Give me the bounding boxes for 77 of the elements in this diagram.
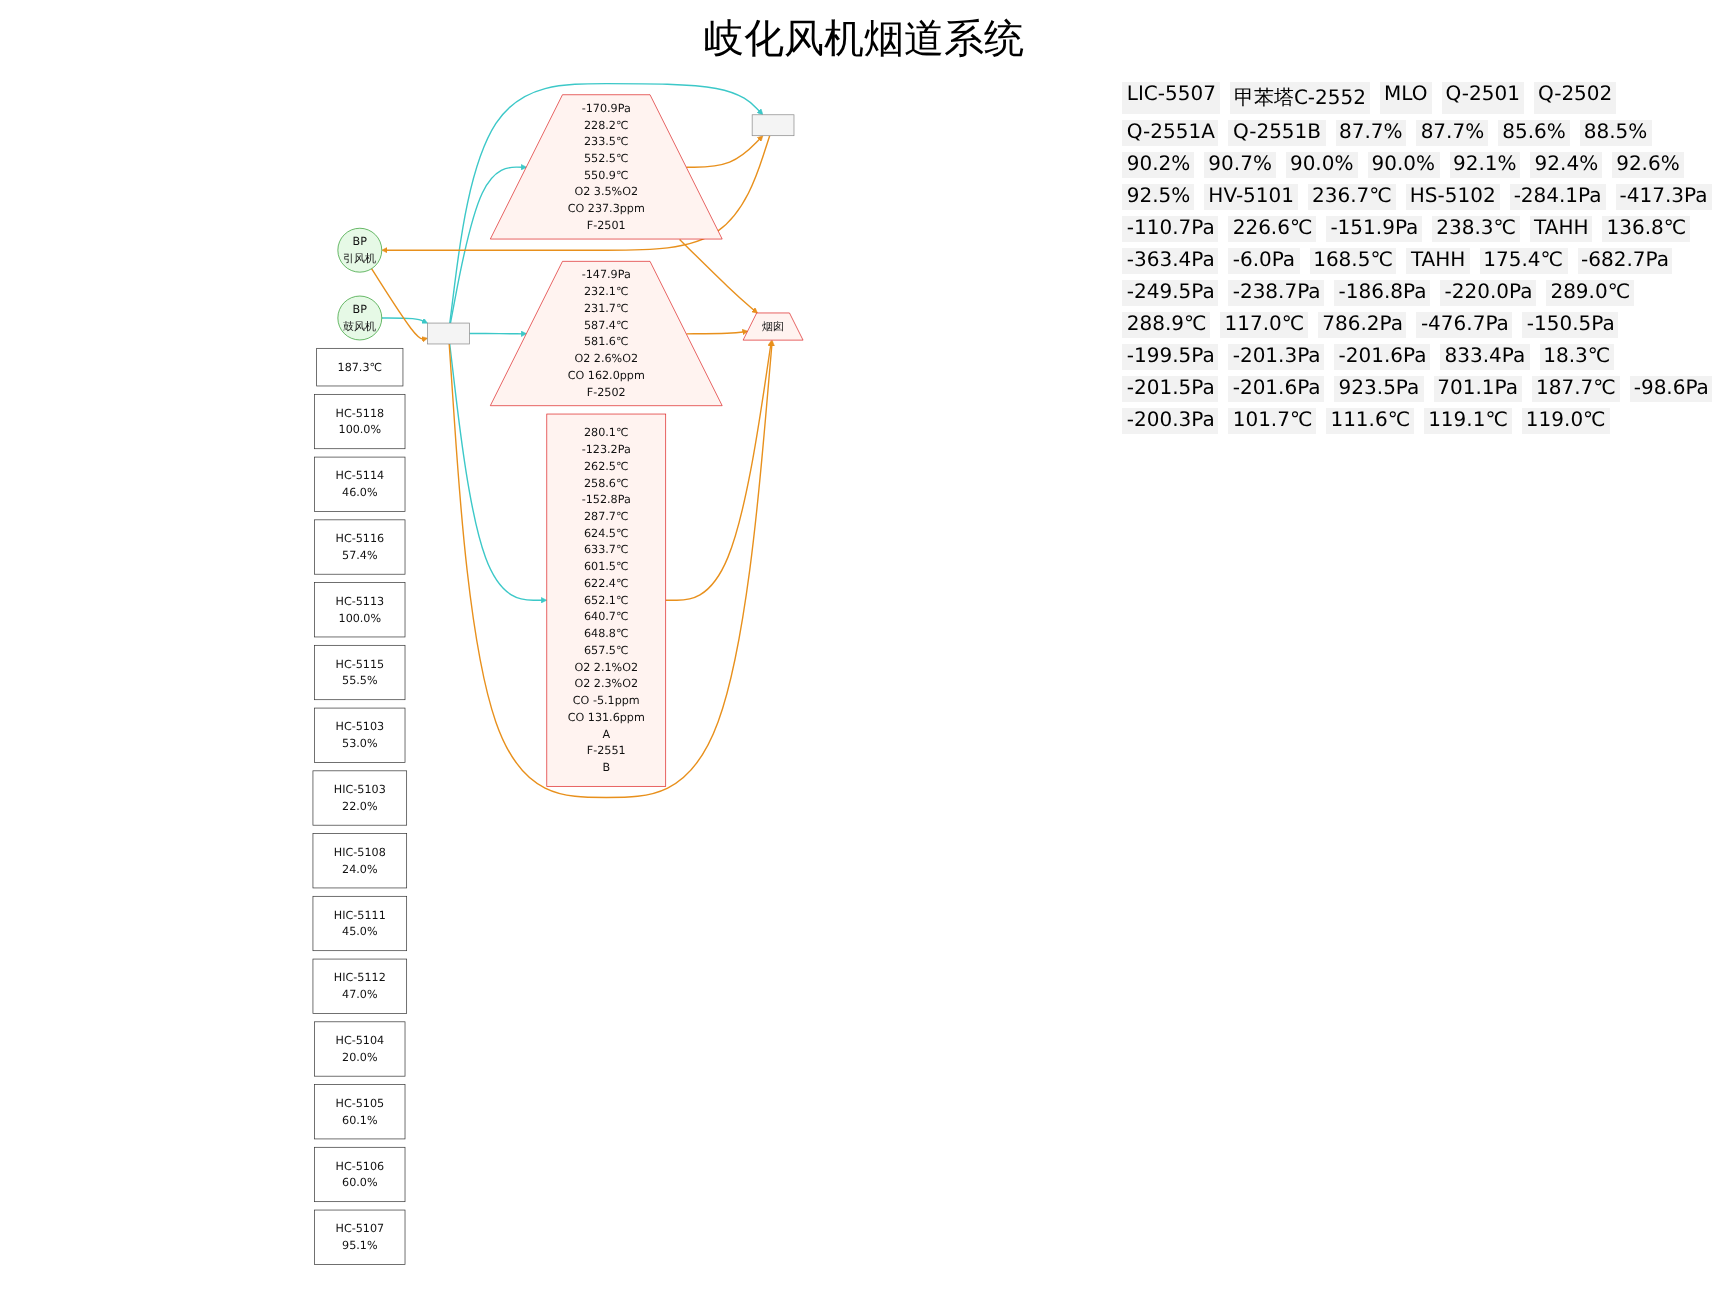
reading-label: LIC-5507: [1122, 82, 1220, 114]
reading-label: 92.5%: [1122, 184, 1195, 210]
reading-label: 136.8℃: [1602, 216, 1691, 242]
reading-label: Q-2551A: [1122, 120, 1219, 146]
reading-label: TAHH: [1406, 248, 1470, 274]
reading-label: -201.6Pa: [1228, 376, 1325, 402]
arrow: [678, 238, 758, 314]
arrow: [370, 268, 428, 343]
arrow: [468, 330, 527, 337]
reading-label: 119.1℃: [1424, 408, 1512, 434]
reading-label: 87.7%: [1335, 120, 1407, 146]
reading-label: 92.6%: [1612, 152, 1684, 178]
reading-label: MLO: [1380, 82, 1432, 114]
reading-label: -6.0Pa: [1228, 248, 1300, 274]
reading-label: 88.5%: [1579, 120, 1652, 146]
reading-label: -476.7Pa: [1416, 312, 1513, 338]
reading-label: -199.5Pa: [1122, 344, 1219, 370]
reading-label: 119.0℃: [1521, 408, 1610, 434]
reading-label: 701.1Pa: [1433, 376, 1522, 402]
reading-label: -110.7Pa: [1122, 216, 1219, 242]
reading-label: 92.1%: [1449, 152, 1521, 178]
reading-label: 226.6℃: [1228, 216, 1317, 242]
reading-label: Q-2502: [1533, 82, 1617, 114]
reading-label: -186.8Pa: [1334, 280, 1431, 306]
arrow: [448, 82, 763, 324]
reading-label: Q-2501: [1441, 82, 1524, 114]
reading-label: 187.7℃: [1531, 376, 1620, 402]
reading-label: 90.0%: [1285, 152, 1358, 178]
reading-label: -220.0Pa: [1440, 280, 1537, 306]
reading-label: 90.7%: [1204, 152, 1276, 178]
reading-label: 111.6℃: [1326, 408, 1415, 434]
reading-label: -98.6Pa: [1629, 376, 1713, 402]
reading-label: -201.5Pa: [1122, 376, 1219, 402]
diagram-title: 岐化风机烟道系统: [702, 12, 1026, 66]
reading-label: HV-5101: [1204, 184, 1299, 210]
reading-label: -201.3Pa: [1228, 344, 1325, 370]
reading-label: 85.6%: [1498, 120, 1570, 146]
reading-label: -284.1Pa: [1509, 184, 1606, 210]
reading-label: 168.5℃: [1309, 248, 1397, 274]
reading-label: 90.2%: [1122, 152, 1195, 178]
arrow: [449, 164, 527, 324]
arrow: [447, 340, 775, 799]
node-box: [751, 114, 794, 137]
reading-label: 175.4℃: [1479, 248, 1568, 274]
reading-label: TAHH: [1530, 216, 1593, 242]
reading-label: 833.4Pa: [1440, 344, 1530, 370]
reading-label: HS-5102: [1405, 184, 1500, 210]
reading-label: -150.5Pa: [1522, 312, 1619, 338]
arrow: [448, 343, 547, 604]
reading-label: 786.2Pa: [1318, 312, 1407, 338]
arrow: [664, 340, 773, 601]
reading-label: 90.0%: [1367, 152, 1440, 178]
node-box: [426, 322, 470, 345]
reading-label: 101.7℃: [1228, 408, 1317, 434]
reading-label: -151.9Pa: [1326, 216, 1423, 242]
reading-label: -417.3Pa: [1615, 184, 1712, 210]
reading-label: 18.3℃: [1539, 344, 1615, 370]
reading-label: 甲苯塔C-2552: [1229, 82, 1370, 114]
reading-label: -238.7Pa: [1228, 280, 1325, 306]
reading-label: 289.0℃: [1546, 280, 1635, 306]
reading-label: 238.3℃: [1432, 216, 1521, 242]
arrow: [380, 135, 770, 254]
reading-label: -363.4Pa: [1122, 248, 1219, 274]
reading-label: 92.4%: [1530, 152, 1603, 178]
reading-label: 236.7℃: [1308, 184, 1396, 210]
arrow: [685, 329, 748, 336]
reading-label: 87.7%: [1416, 120, 1489, 146]
reading-label: 288.9℃: [1122, 312, 1211, 338]
reading-label: -249.5Pa: [1122, 280, 1219, 306]
reading-label: -682.7Pa: [1577, 248, 1673, 274]
reading-label: 923.5Pa: [1334, 376, 1424, 402]
arrow: [380, 317, 428, 324]
reading-label: 117.0℃: [1220, 312, 1309, 338]
reading-label: Q-2551B: [1228, 120, 1326, 146]
reading-label: -201.6Pa: [1334, 344, 1431, 370]
arrow: [685, 135, 763, 168]
reading-label: -200.3Pa: [1122, 408, 1219, 434]
